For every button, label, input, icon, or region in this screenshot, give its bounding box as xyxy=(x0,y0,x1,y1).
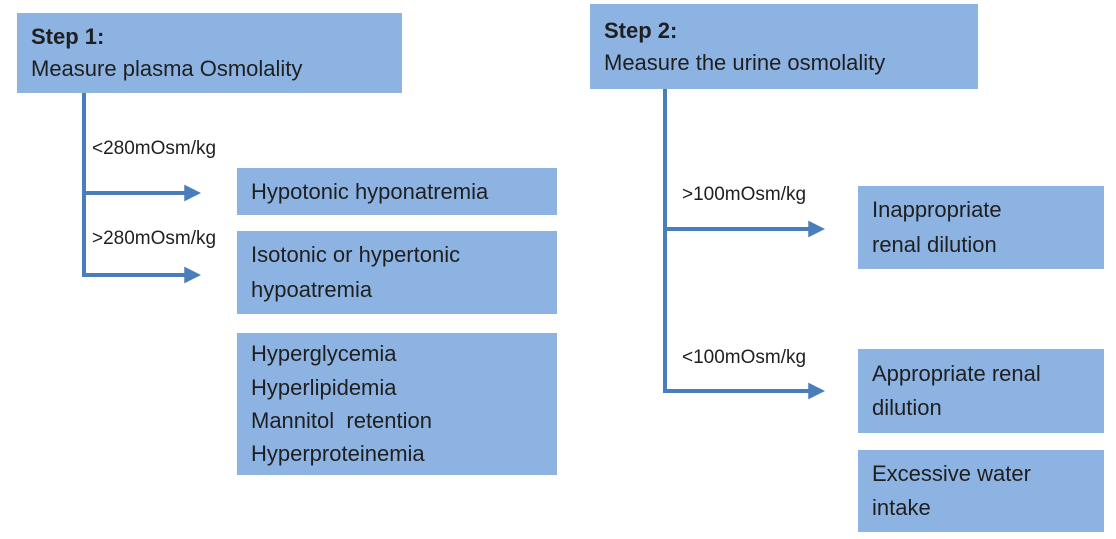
isotonic-hypertonic-box: Isotonic or hypertonic hypoatremia xyxy=(237,231,557,314)
hypotonic-hyponatremia-label: Hypotonic hyponatremia xyxy=(251,178,489,204)
pseudohyponatremia-causes-box: Hyperglycemia Hyperlipidemia Mannitol re… xyxy=(237,333,557,475)
cause-hyperglycemia: Hyperglycemia xyxy=(251,341,397,367)
step2-trunk-and-low-branch-arrow xyxy=(663,89,826,400)
appropriate-renal-dilution-box: Appropriate renal dilution xyxy=(858,349,1104,433)
plasma-low-threshold-label: <280mOsm/kg xyxy=(92,138,217,159)
cause-hyperlipidemia: Hyperlipidemia xyxy=(251,374,397,400)
step1-trunk-and-high-branch-arrow xyxy=(82,93,202,284)
excessive-line1: Excessive water xyxy=(872,460,1031,486)
cause-mannitol-retention: Mannitol retention xyxy=(251,408,432,433)
inappropriate-line1: Inappropriate xyxy=(872,197,1002,223)
excessive-water-intake-box: Excessive water intake xyxy=(858,450,1104,532)
step2-subtitle: Measure the urine osmolality xyxy=(604,49,886,75)
step2-box: Step 2: Measure the urine osmolality xyxy=(590,4,978,89)
step1-title: Step 1: xyxy=(31,24,105,50)
plasma-high-threshold-label: >280mOsm/kg xyxy=(92,228,217,249)
hypotonic-hyponatremia-box: Hypotonic hyponatremia xyxy=(237,168,557,215)
inappropriate-renal-dilution-box: Inappropriate renal dilution xyxy=(858,186,1104,269)
inappropriate-line2: renal dilution xyxy=(872,231,997,257)
urine-high-threshold-label: >100mOsm/kg xyxy=(682,184,807,205)
urine-low-threshold-label: <100mOsm/kg xyxy=(682,347,807,368)
step2-title: Step 2: xyxy=(604,17,678,43)
cause-hyperproteinemia: Hyperproteinemia xyxy=(251,441,425,467)
appropriate-line2: dilution xyxy=(872,395,942,420)
appropriate-line1: Appropriate renal xyxy=(872,360,1041,386)
excessive-line2: intake xyxy=(872,495,931,520)
isotonic-line2: hypoatremia xyxy=(251,276,373,302)
step1-subtitle: Measure plasma Osmolality xyxy=(31,56,303,81)
step1-box: Step 1: Measure plasma Osmolality xyxy=(17,13,402,93)
isotonic-line1: Isotonic or hypertonic xyxy=(251,242,461,268)
